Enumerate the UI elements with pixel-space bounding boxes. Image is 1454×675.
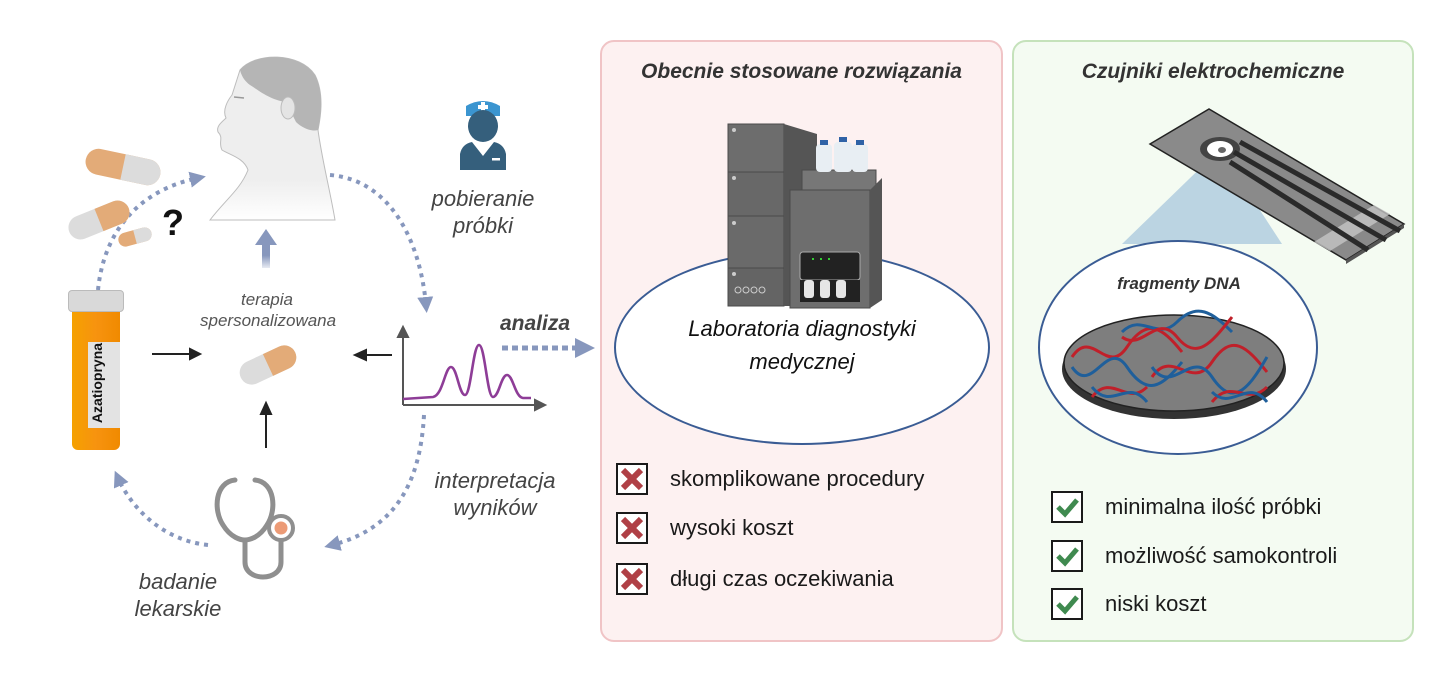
therapy-label-line1: terapia bbox=[241, 290, 293, 309]
x-mark-icon bbox=[616, 512, 648, 544]
advantage-text: możliwość samokontroli bbox=[1105, 543, 1338, 568]
analysis-label: analiza bbox=[500, 312, 571, 335]
lab-label-line1: Laboratoria diagnostyki bbox=[688, 316, 916, 341]
exam-label-line1: badanie bbox=[138, 569, 218, 594]
electrochemical-sensors-panel: Czujniki elektrochemiczne fragmenty DNA bbox=[1012, 40, 1414, 642]
pill-bottle-icon: Azatiopryna bbox=[68, 290, 124, 452]
bottle-label bbox=[88, 342, 120, 428]
list-item: długi czas oczekiwania bbox=[616, 563, 894, 595]
dna-electrode-surface-icon bbox=[1062, 309, 1286, 419]
advantage-text: minimalna ilość próbki bbox=[1105, 494, 1322, 519]
x-mark-icon bbox=[616, 463, 648, 495]
interpretation-label: interpretacja wyników bbox=[420, 467, 570, 521]
chromatogram-icon bbox=[396, 324, 548, 412]
lab-label: Laboratoria diagnostyki medycznej bbox=[622, 312, 982, 378]
current-solutions-panel: Obecnie stosowane rozwiązania Laboratori… bbox=[600, 40, 1003, 642]
nurse-icon bbox=[460, 101, 506, 170]
bottle-label-text: Azatiopryna bbox=[89, 342, 105, 424]
check-mark-icon bbox=[1051, 540, 1083, 572]
list-item: niski koszt bbox=[1051, 588, 1206, 620]
sampling-label-line2: próbki bbox=[453, 213, 513, 238]
arrow-patient-to-analysis bbox=[329, 173, 434, 313]
check-mark-icon bbox=[1051, 491, 1083, 523]
capsule-icon bbox=[239, 345, 297, 385]
drawback-text: długi czas oczekiwania bbox=[670, 566, 894, 591]
advantage-text: niski koszt bbox=[1105, 591, 1207, 616]
screen-printed-electrode-icon bbox=[1122, 108, 1406, 264]
dna-label: fragmenty DNA bbox=[1117, 274, 1241, 293]
list-item: możliwość samokontroli bbox=[1051, 540, 1337, 572]
therapy-label-line2: spersonalizowana bbox=[200, 311, 337, 330]
sampling-label-line1: pobieranie bbox=[431, 186, 535, 211]
interpretation-label-line1: interpretacja bbox=[434, 468, 556, 493]
interpretation-label-line2: wyników bbox=[453, 495, 537, 520]
check-mark-icon bbox=[1051, 588, 1083, 620]
list-item: wysoki koszt bbox=[616, 512, 793, 544]
drawback-text: wysoki koszt bbox=[670, 515, 794, 540]
arrow-exam-to-bottle bbox=[113, 470, 209, 547]
therapy-label: terapia spersonalizowana bbox=[200, 289, 337, 331]
chromatogram-trace bbox=[402, 343, 531, 401]
exam-label-line2: lekarskie bbox=[134, 596, 222, 621]
exam-label: badanie lekarskie bbox=[118, 568, 238, 622]
list-item: skomplikowane procedury bbox=[616, 463, 924, 495]
arrow-analysis-to-exam bbox=[324, 414, 426, 551]
falling-capsules-icon bbox=[68, 148, 161, 247]
drawback-text: skomplikowane procedury bbox=[670, 466, 925, 491]
arrow-therapy-to-patient bbox=[255, 229, 277, 268]
question-mark-icon: ? bbox=[162, 202, 184, 243]
bottle-cap bbox=[68, 290, 124, 312]
sensors-title: Czujniki elektrochemiczne bbox=[1081, 60, 1345, 83]
stethoscope-icon bbox=[214, 477, 295, 580]
patient-head-icon bbox=[208, 56, 336, 221]
lab-label-line2: medycznej bbox=[749, 349, 855, 374]
list-item: minimalna ilość próbki bbox=[1051, 491, 1321, 523]
x-mark-icon bbox=[616, 563, 648, 595]
current-solutions-title: Obecnie stosowane rozwiązania bbox=[641, 60, 962, 83]
hplc-instrument-icon bbox=[727, 123, 882, 309]
sampling-label: pobieranie próbki bbox=[418, 185, 548, 239]
